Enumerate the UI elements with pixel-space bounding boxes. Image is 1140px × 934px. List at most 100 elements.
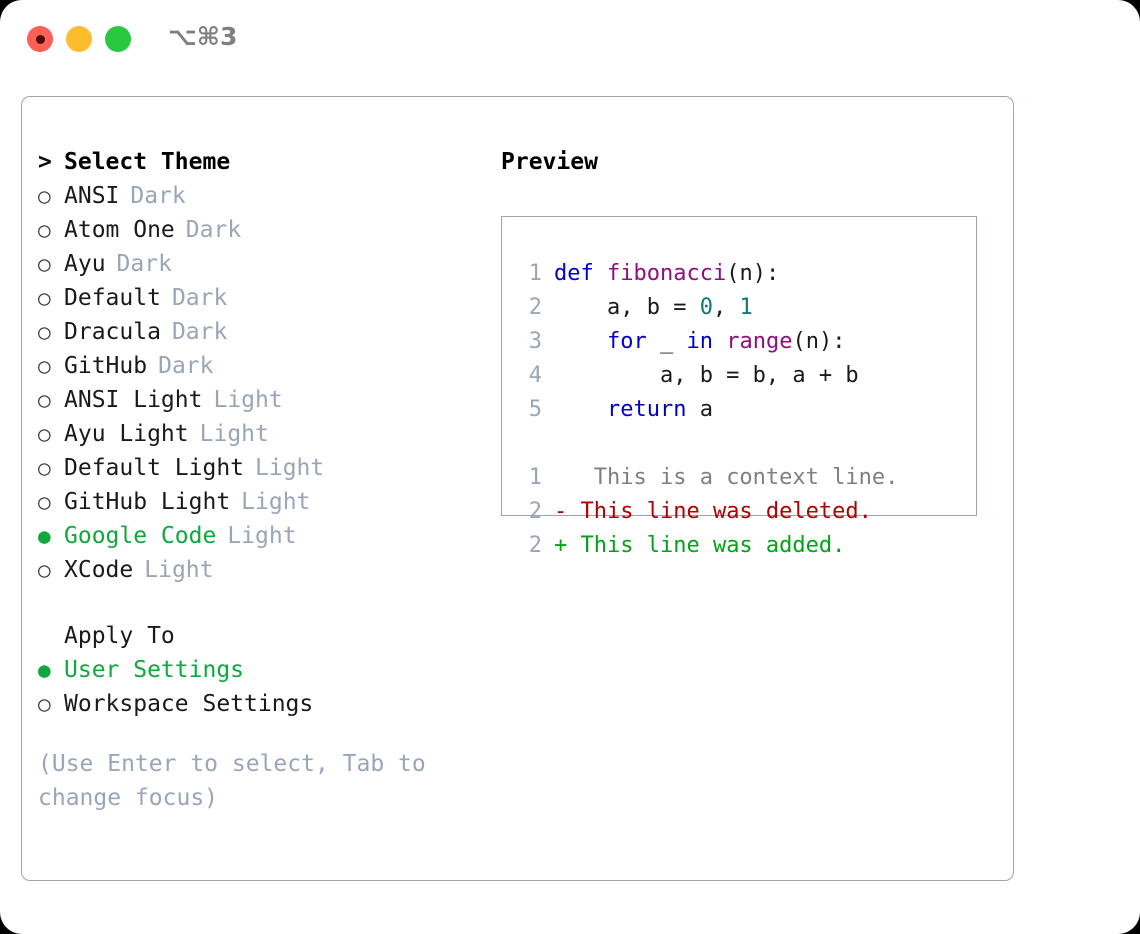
code-token-keyword: return [606, 397, 687, 422]
theme-option-label: ANSI [64, 183, 120, 209]
apply-to-option-workspace-settings[interactable]: ○ Workspace Settings [38, 687, 488, 721]
zoom-button[interactable] [105, 26, 131, 52]
radio-unselected-icon[interactable]: ○ [38, 490, 51, 514]
code-token-text: a, b = b, a + b [554, 363, 859, 388]
theme-option-github-light[interactable]: ○ GitHub Light Light [38, 485, 488, 519]
theme-option-ayu-light[interactable]: ○ Ayu Light Light [38, 417, 488, 451]
theme-option-tag: Dark [116, 251, 172, 277]
theme-option-tag: Dark [185, 217, 242, 243]
code-token-text [594, 261, 607, 286]
keyboard-hint-text: (Use Enter to select, Tab to change focu… [38, 751, 426, 811]
theme-option-label: Google Code [64, 523, 217, 549]
code-line: 2 a, b = 0, 1 [502, 291, 976, 325]
diff-line-added: 2 + This line was added. [502, 529, 976, 563]
theme-option-label: GitHub [64, 353, 148, 379]
apply-to-option-label: User Settings [64, 657, 245, 683]
radio-unselected-icon[interactable]: ○ [38, 354, 51, 378]
diff-line-context: 1 This is a context line. [502, 461, 976, 495]
theme-option-google-code-light[interactable]: ● Google Code Light [38, 519, 488, 553]
main-panel: > Select Theme ○ ANSI Dark ○ Atom One Da… [21, 96, 1014, 881]
code-token-keyword: def [554, 261, 594, 286]
prompt-caret-icon: > [38, 149, 52, 175]
theme-option-default-dark[interactable]: ○ Default Dark [38, 281, 488, 315]
code-token-text: , [712, 295, 740, 320]
radio-unselected-icon[interactable]: ○ [38, 692, 51, 716]
theme-option-tag: Dark [171, 285, 228, 311]
code-token-text: a, b = [554, 295, 700, 320]
radio-unselected-icon[interactable]: ○ [38, 218, 51, 242]
radio-unselected-icon[interactable]: ○ [38, 286, 51, 310]
theme-option-github-dark[interactable]: ○ GitHub Dark [38, 349, 488, 383]
apply-to-option-user-settings[interactable]: ● User Settings [38, 653, 488, 687]
diff-content: This line was added. [567, 533, 846, 558]
theme-option-default-light[interactable]: ○ Default Light Light [38, 451, 488, 485]
code-token-function: fibonacci [607, 261, 727, 286]
radio-selected-icon[interactable]: ● [38, 658, 51, 682]
theme-option-tag: Dark [171, 319, 228, 345]
theme-option-tag: Light [213, 387, 283, 413]
code-line: 5 return a [502, 393, 976, 427]
close-button[interactable] [27, 26, 53, 52]
line-number: 1 [528, 465, 542, 490]
theme-picker-title: Select Theme [64, 149, 231, 175]
keyboard-shortcut-label: ⌥⌘3 [168, 22, 238, 51]
code-content: return a [554, 393, 713, 427]
theme-option-tag: Light [199, 421, 269, 447]
code-token-number: 0 [699, 295, 713, 320]
preview-pane: Preview 1 def fibonacci(n): 2 a, b = 0, … [501, 145, 991, 558]
theme-option-ansi-light[interactable]: ○ ANSI Light Light [38, 383, 488, 417]
code-preview-box: 1 def fibonacci(n): 2 a, b = 0, 1 3 for … [501, 216, 977, 558]
theme-option-label: Default Light [64, 455, 245, 481]
theme-option-dracula-dark[interactable]: ○ Dracula Dark [38, 315, 488, 349]
code-token-keyword: for [606, 329, 647, 354]
diff-content: This is a context line. [567, 465, 899, 490]
code-line: 3 for _ in range(n): [502, 325, 976, 359]
apply-to-option-label: Workspace Settings [64, 691, 314, 717]
radio-unselected-icon[interactable]: ○ [38, 456, 51, 480]
code-token-number: 1 [739, 295, 753, 320]
radio-unselected-icon[interactable]: ○ [38, 320, 51, 344]
code-token-function: range [726, 329, 793, 354]
code-token-text: _ [646, 329, 687, 354]
theme-option-tag: Dark [158, 353, 214, 379]
theme-picker: > Select Theme ○ ANSI Dark ○ Atom One Da… [38, 145, 488, 815]
theme-option-atom-one-dark[interactable]: ○ Atom One Dark [38, 213, 488, 247]
minimize-button[interactable] [66, 26, 92, 52]
theme-option-tag: Light [241, 489, 311, 515]
theme-option-tag: Light [227, 523, 297, 549]
code-content: def fibonacci(n): [554, 257, 779, 291]
radio-unselected-icon[interactable]: ○ [38, 252, 51, 276]
radio-unselected-icon[interactable]: ○ [38, 184, 51, 208]
theme-option-tag: Light [255, 455, 325, 481]
diff-marker [554, 461, 567, 495]
code-token-text: (n): [792, 329, 846, 354]
radio-unselected-icon[interactable]: ○ [38, 388, 51, 412]
code-token-text: a [686, 397, 713, 422]
spacer-icon [38, 619, 64, 653]
radio-selected-icon[interactable]: ● [38, 524, 51, 548]
radio-unselected-icon[interactable]: ○ [38, 422, 51, 446]
code-content: a, b = 0, 1 [554, 291, 753, 325]
code-token-text [554, 329, 607, 354]
theme-option-ayu-dark[interactable]: ○ Ayu Dark [38, 247, 488, 281]
code-token-text [554, 397, 607, 422]
code-token-keyword: in [686, 329, 713, 354]
radio-unselected-icon[interactable]: ○ [38, 558, 51, 582]
code-line: 1 def fibonacci(n): [502, 257, 976, 291]
theme-option-xcode-light[interactable]: ○ XCode Light [38, 553, 488, 587]
code-line: 4 a, b = b, a + b [502, 359, 976, 393]
diff-content: This line was deleted. [567, 499, 872, 524]
theme-option-ansi-dark[interactable]: ○ ANSI Dark [38, 179, 488, 213]
diff-marker: + [554, 533, 568, 558]
theme-option-tag: Dark [130, 183, 186, 209]
apply-to-title: Apply To [64, 623, 175, 649]
line-number: 1 [528, 261, 542, 286]
code-content: for _ in range(n): [554, 325, 845, 359]
theme-option-label: ANSI Light [64, 387, 203, 413]
code-diff-spacer [502, 427, 976, 461]
apply-to-header: Apply To [38, 619, 488, 653]
theme-option-tag: Light [144, 557, 214, 583]
line-number: 4 [528, 363, 542, 388]
code-content: a, b = b, a + b [554, 359, 859, 393]
theme-option-label: Dracula [64, 319, 161, 345]
